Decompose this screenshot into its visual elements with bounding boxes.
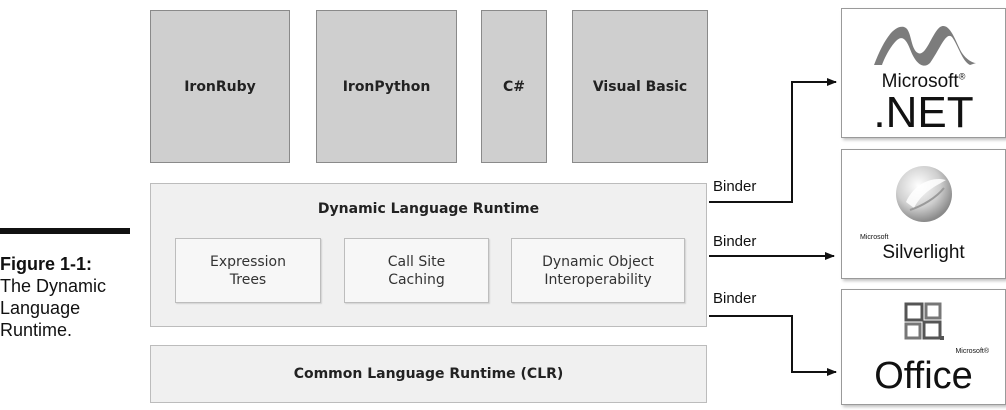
arrow-to-office — [709, 315, 837, 376]
lang-box-ironpython: IronPython — [316, 10, 457, 163]
call-site-caching-box: Call Site Caching — [344, 238, 489, 303]
binder-label-net: Binder — [713, 178, 757, 195]
binder-label-silverlight: Binder — [713, 233, 757, 250]
binder-label-office: Binder — [713, 290, 757, 307]
figure-caption: Figure 1-1: The Dynamic Language Runtime… — [0, 253, 140, 341]
office-microsoft-label: Microsoft® — [955, 348, 989, 355]
lang-box-csharp: C# — [481, 10, 547, 163]
lang-box-ironruby: IronRuby — [150, 10, 290, 163]
dotnet-logo-box: Microsoft® .NET — [841, 8, 1006, 138]
dynamic-object-interop-box: Dynamic Object Interoperability — [511, 238, 685, 303]
dotnet-wordmark: .NET — [873, 88, 974, 137]
figure-label: Figure 1-1: — [0, 254, 93, 274]
dotnet-microsoft-wordmark: Microsoft® — [881, 71, 966, 92]
clr-box: Common Language Runtime (CLR) — [150, 345, 707, 403]
silverlight-orb-icon — [896, 166, 952, 222]
caption-rule — [0, 228, 130, 234]
dotnet-wave-logo — [874, 25, 976, 66]
dlr-title: Dynamic Language Runtime — [317, 201, 540, 217]
office-squares-icon — [904, 302, 944, 340]
silverlight-logo-box: Microsoft Silverlight — [841, 149, 1006, 279]
silverlight-microsoft-label: Microsoft — [860, 234, 889, 241]
arrow-to-net — [709, 78, 837, 203]
expression-trees-box: Expression Trees — [175, 238, 321, 303]
office-logo-box: Microsoft® Office — [841, 289, 1006, 405]
silverlight-wordmark: Silverlight — [882, 242, 965, 263]
office-wordmark: Office — [874, 355, 973, 397]
lang-box-visual-basic: Visual Basic — [572, 10, 708, 163]
caption-text: The Dynamic Language Runtime. — [0, 276, 107, 340]
